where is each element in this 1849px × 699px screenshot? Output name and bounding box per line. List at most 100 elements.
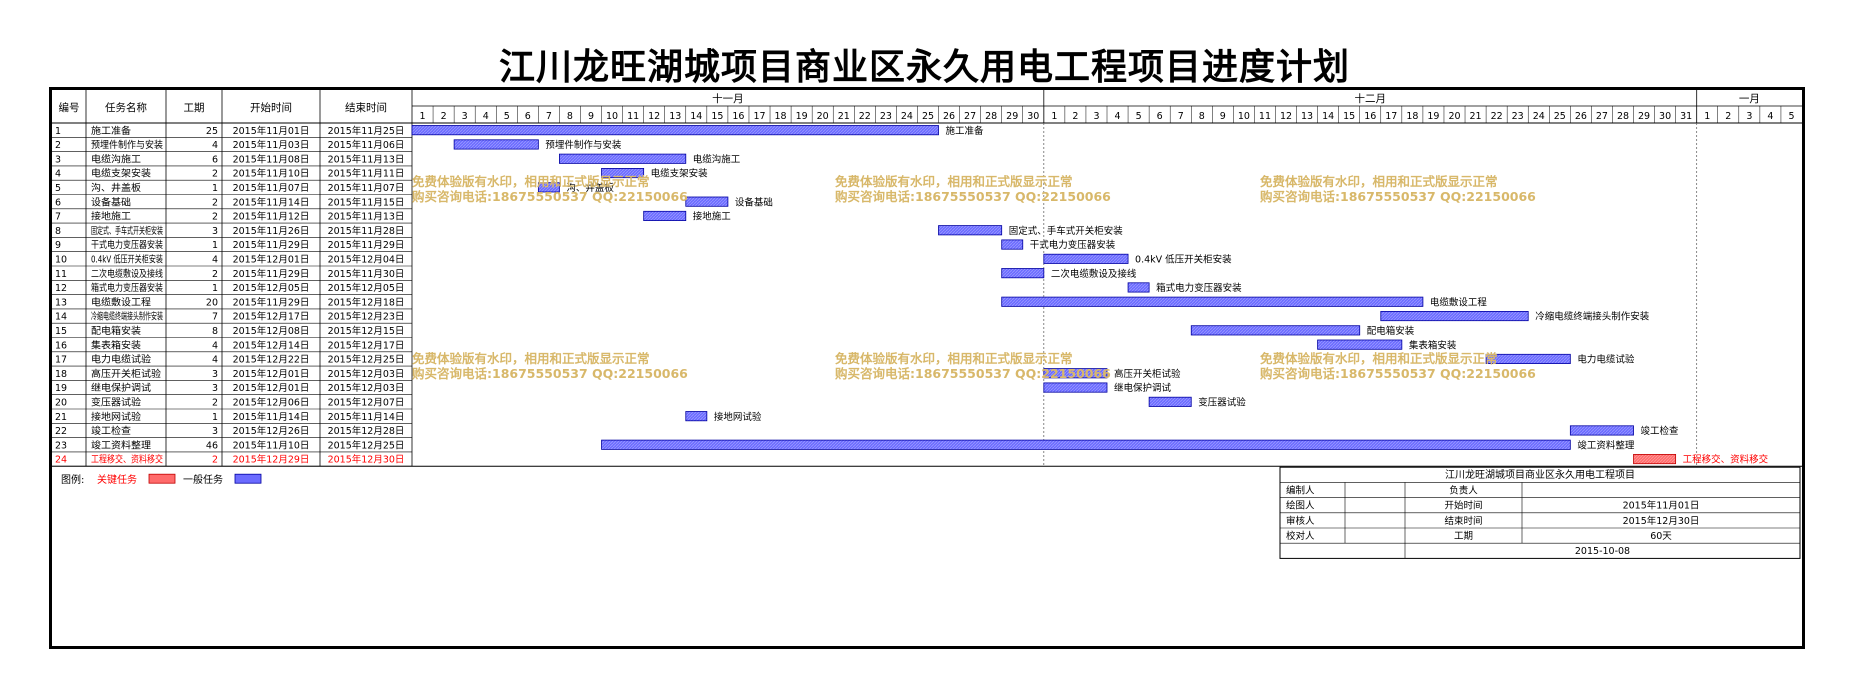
task-end: 2015年12月23日 <box>328 311 405 323</box>
info-value: 2015年12月30日 <box>1623 515 1700 527</box>
info-label: 负责人 <box>1449 484 1478 496</box>
day-label: 31 <box>1680 111 1692 122</box>
task-bar <box>601 168 645 179</box>
day-label: 7 <box>546 111 552 122</box>
watermark-line2: 购买咨询电话:18675550537 QQ:22150066 <box>835 189 1111 204</box>
day-label: 15 <box>1343 111 1355 122</box>
task-start: 2015年11月26日 <box>233 225 310 237</box>
legend-normal-label: 一般任务 <box>183 473 223 486</box>
task-start: 2015年12月26日 <box>233 425 310 437</box>
watermark-line2: 购买咨询电话:18675550537 QQ:22150066 <box>835 366 1111 381</box>
task-name: 设备基础 <box>91 196 131 208</box>
day-label: 21 <box>1470 111 1482 122</box>
day-label: 30 <box>1027 111 1039 122</box>
day-label: 28 <box>1617 111 1629 122</box>
task-bar <box>411 125 939 136</box>
task-name: 电缆支架安装 <box>91 168 152 180</box>
task-end: 2015年11月15日 <box>328 196 405 208</box>
task-name: 竣工检查 <box>91 425 132 437</box>
task-name: 冷缩电缆终端接头制作安装 <box>91 311 163 323</box>
task-end: 2015年12月30日 <box>328 454 405 466</box>
day-label: 5 <box>1136 111 1142 122</box>
day-label: 4 <box>1767 111 1773 122</box>
bar-label: 沟、井盖板 <box>566 182 614 194</box>
watermark-line1: 免费体验版有水印，相用和正式版显示正常 <box>412 351 650 366</box>
bar-label: 高压开关柜试验 <box>1114 368 1181 380</box>
day-label: 11 <box>1259 111 1271 122</box>
day-label: 2 <box>441 111 447 122</box>
bar-label: 竣工资料整理 <box>1577 439 1635 451</box>
task-end: 2015年12月04日 <box>328 254 405 266</box>
task-end: 2015年11月28日 <box>328 225 405 237</box>
task-start: 2015年12月08日 <box>233 325 310 337</box>
task-name: 电缆敷设工程 <box>91 296 152 308</box>
day-label: 25 <box>1554 111 1566 122</box>
task-duration: 1 <box>212 183 218 194</box>
task-duration: 2 <box>212 398 218 409</box>
task-start: 2015年11月29日 <box>233 296 310 308</box>
task-id: 24 <box>55 455 67 466</box>
watermark-line1: 免费体验版有水印，相用和正式版显示正常 <box>412 174 650 189</box>
day-label: 4 <box>1115 111 1121 122</box>
task-name: 干式电力变压器安装 <box>91 239 163 251</box>
bar-label: 竣工检查 <box>1641 425 1680 437</box>
task-id: 19 <box>55 383 67 394</box>
task-id: 11 <box>55 269 67 280</box>
task-id: 9 <box>55 240 61 251</box>
task-id: 22 <box>55 426 67 437</box>
task-name: 工程移交、资料移交 <box>91 454 163 466</box>
day-label: 1 <box>1051 111 1057 122</box>
task-end: 2015年11月13日 <box>328 153 405 165</box>
month-label: 十二月 <box>1355 92 1387 105</box>
month-label: 一月 <box>1739 93 1760 105</box>
task-name: 箱式电力变压器安装 <box>91 282 163 294</box>
task-end: 2015年12月28日 <box>328 425 405 437</box>
bar-label: 继电保护调试 <box>1114 382 1172 394</box>
col-header-duration: 工期 <box>184 102 205 114</box>
task-duration: 7 <box>212 312 218 323</box>
task-start: 2015年12月05日 <box>233 282 310 294</box>
task-bar <box>685 196 729 207</box>
info-label: 开始时间 <box>1444 500 1482 512</box>
task-end: 2015年12月18日 <box>328 296 405 308</box>
task-bar <box>1001 239 1024 250</box>
task-id: 17 <box>55 355 67 366</box>
day-label: 25 <box>922 111 934 122</box>
task-name: 集表箱安装 <box>91 339 142 351</box>
day-label: 19 <box>1427 111 1439 122</box>
task-id: 5 <box>55 183 61 194</box>
legend-critical-label: 关键任务 <box>97 473 137 486</box>
bar-label: 冷缩电缆终端接头制作安装 <box>1535 311 1650 323</box>
task-duration: 2 <box>212 197 218 208</box>
task-bar <box>453 139 539 150</box>
task-duration: 3 <box>212 383 218 394</box>
task-bar <box>1043 253 1129 264</box>
task-id: 6 <box>55 197 61 208</box>
day-label: 4 <box>483 111 489 122</box>
day-label: 13 <box>669 111 681 122</box>
task-end: 2015年11月11日 <box>328 168 405 180</box>
col-header-name: 任务名称 <box>105 101 147 114</box>
bar-label: 二次电缆敷设及接线 <box>1051 268 1137 280</box>
task-bar <box>1317 339 1403 350</box>
task-id: 21 <box>55 412 67 423</box>
task-start: 2015年12月01日 <box>233 382 310 394</box>
task-id: 23 <box>55 440 67 451</box>
task-start: 2015年12月06日 <box>233 397 310 409</box>
task-name: 高压开关柜试验 <box>91 368 162 380</box>
task-name: 接地网试验 <box>91 411 142 423</box>
task-id: 7 <box>55 212 61 223</box>
legend-normal-swatch <box>234 473 262 484</box>
task-bar <box>938 225 1003 236</box>
col-header-end: 结束时间 <box>345 101 387 114</box>
task-name: 固定式、手车式开关柜安装 <box>91 225 163 237</box>
day-label: 19 <box>796 111 808 122</box>
day-label: 22 <box>1491 111 1503 122</box>
bar-label: 工程移交、资料移交 <box>1683 454 1769 466</box>
day-label: 18 <box>775 111 787 122</box>
month-label: 十一月 <box>712 92 744 105</box>
task-start: 2015年11月10日 <box>233 439 310 451</box>
bar-label: 电缆沟施工 <box>693 153 741 165</box>
